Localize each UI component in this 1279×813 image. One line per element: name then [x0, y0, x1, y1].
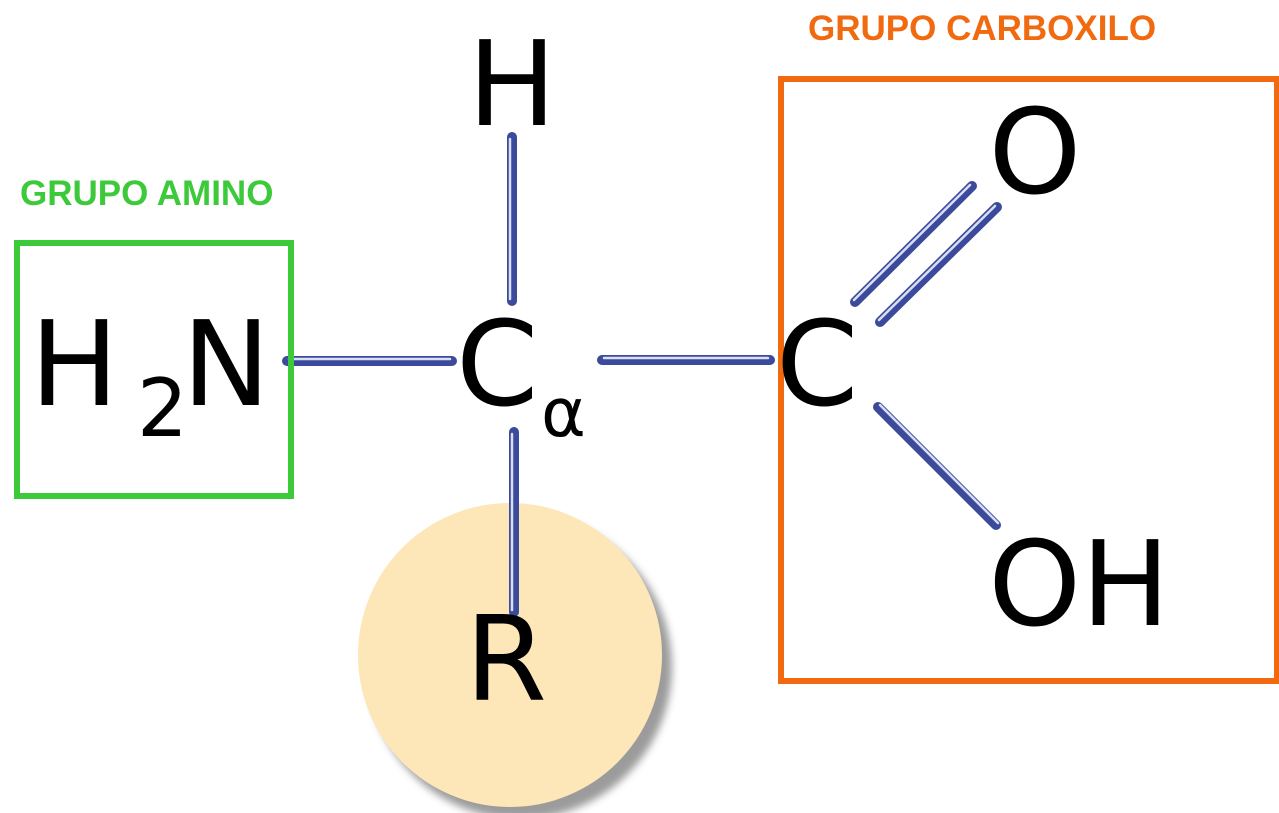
bond-c-o-double-1 — [850, 181, 977, 307]
atom-alpha-carbon: C — [456, 295, 538, 433]
atom-hydroxyl: OH — [988, 515, 1170, 653]
amino-group-label: GRUPO AMINO — [20, 174, 273, 213]
atom-side-chain-r: R — [465, 590, 547, 728]
atom-amine-h: H — [30, 295, 119, 433]
carboxyl-group-box — [778, 76, 1279, 684]
atom-carboxyl-carbon: C — [776, 295, 858, 433]
atom-alpha-symbol: α — [541, 374, 586, 453]
bonds — [282, 132, 1002, 617]
bond-calpha-c — [597, 355, 775, 365]
atom-amine-n: N — [182, 295, 270, 433]
bond-n-calpha — [282, 356, 457, 366]
side-chain-circle — [358, 503, 662, 807]
bond-h-calpha — [507, 132, 517, 306]
atom-carbonyl-oxygen: O — [989, 83, 1082, 221]
atom-h-top: H — [468, 15, 557, 153]
bond-calpha-r — [509, 427, 519, 617]
atom-amine-subscript: 2 — [137, 362, 188, 455]
bond-c-oh — [873, 402, 1001, 530]
amino-group-box — [14, 240, 294, 499]
carboxyl-group-label: GRUPO CARBOXILO — [808, 9, 1156, 48]
bond-c-o-double-2 — [875, 202, 1002, 327]
